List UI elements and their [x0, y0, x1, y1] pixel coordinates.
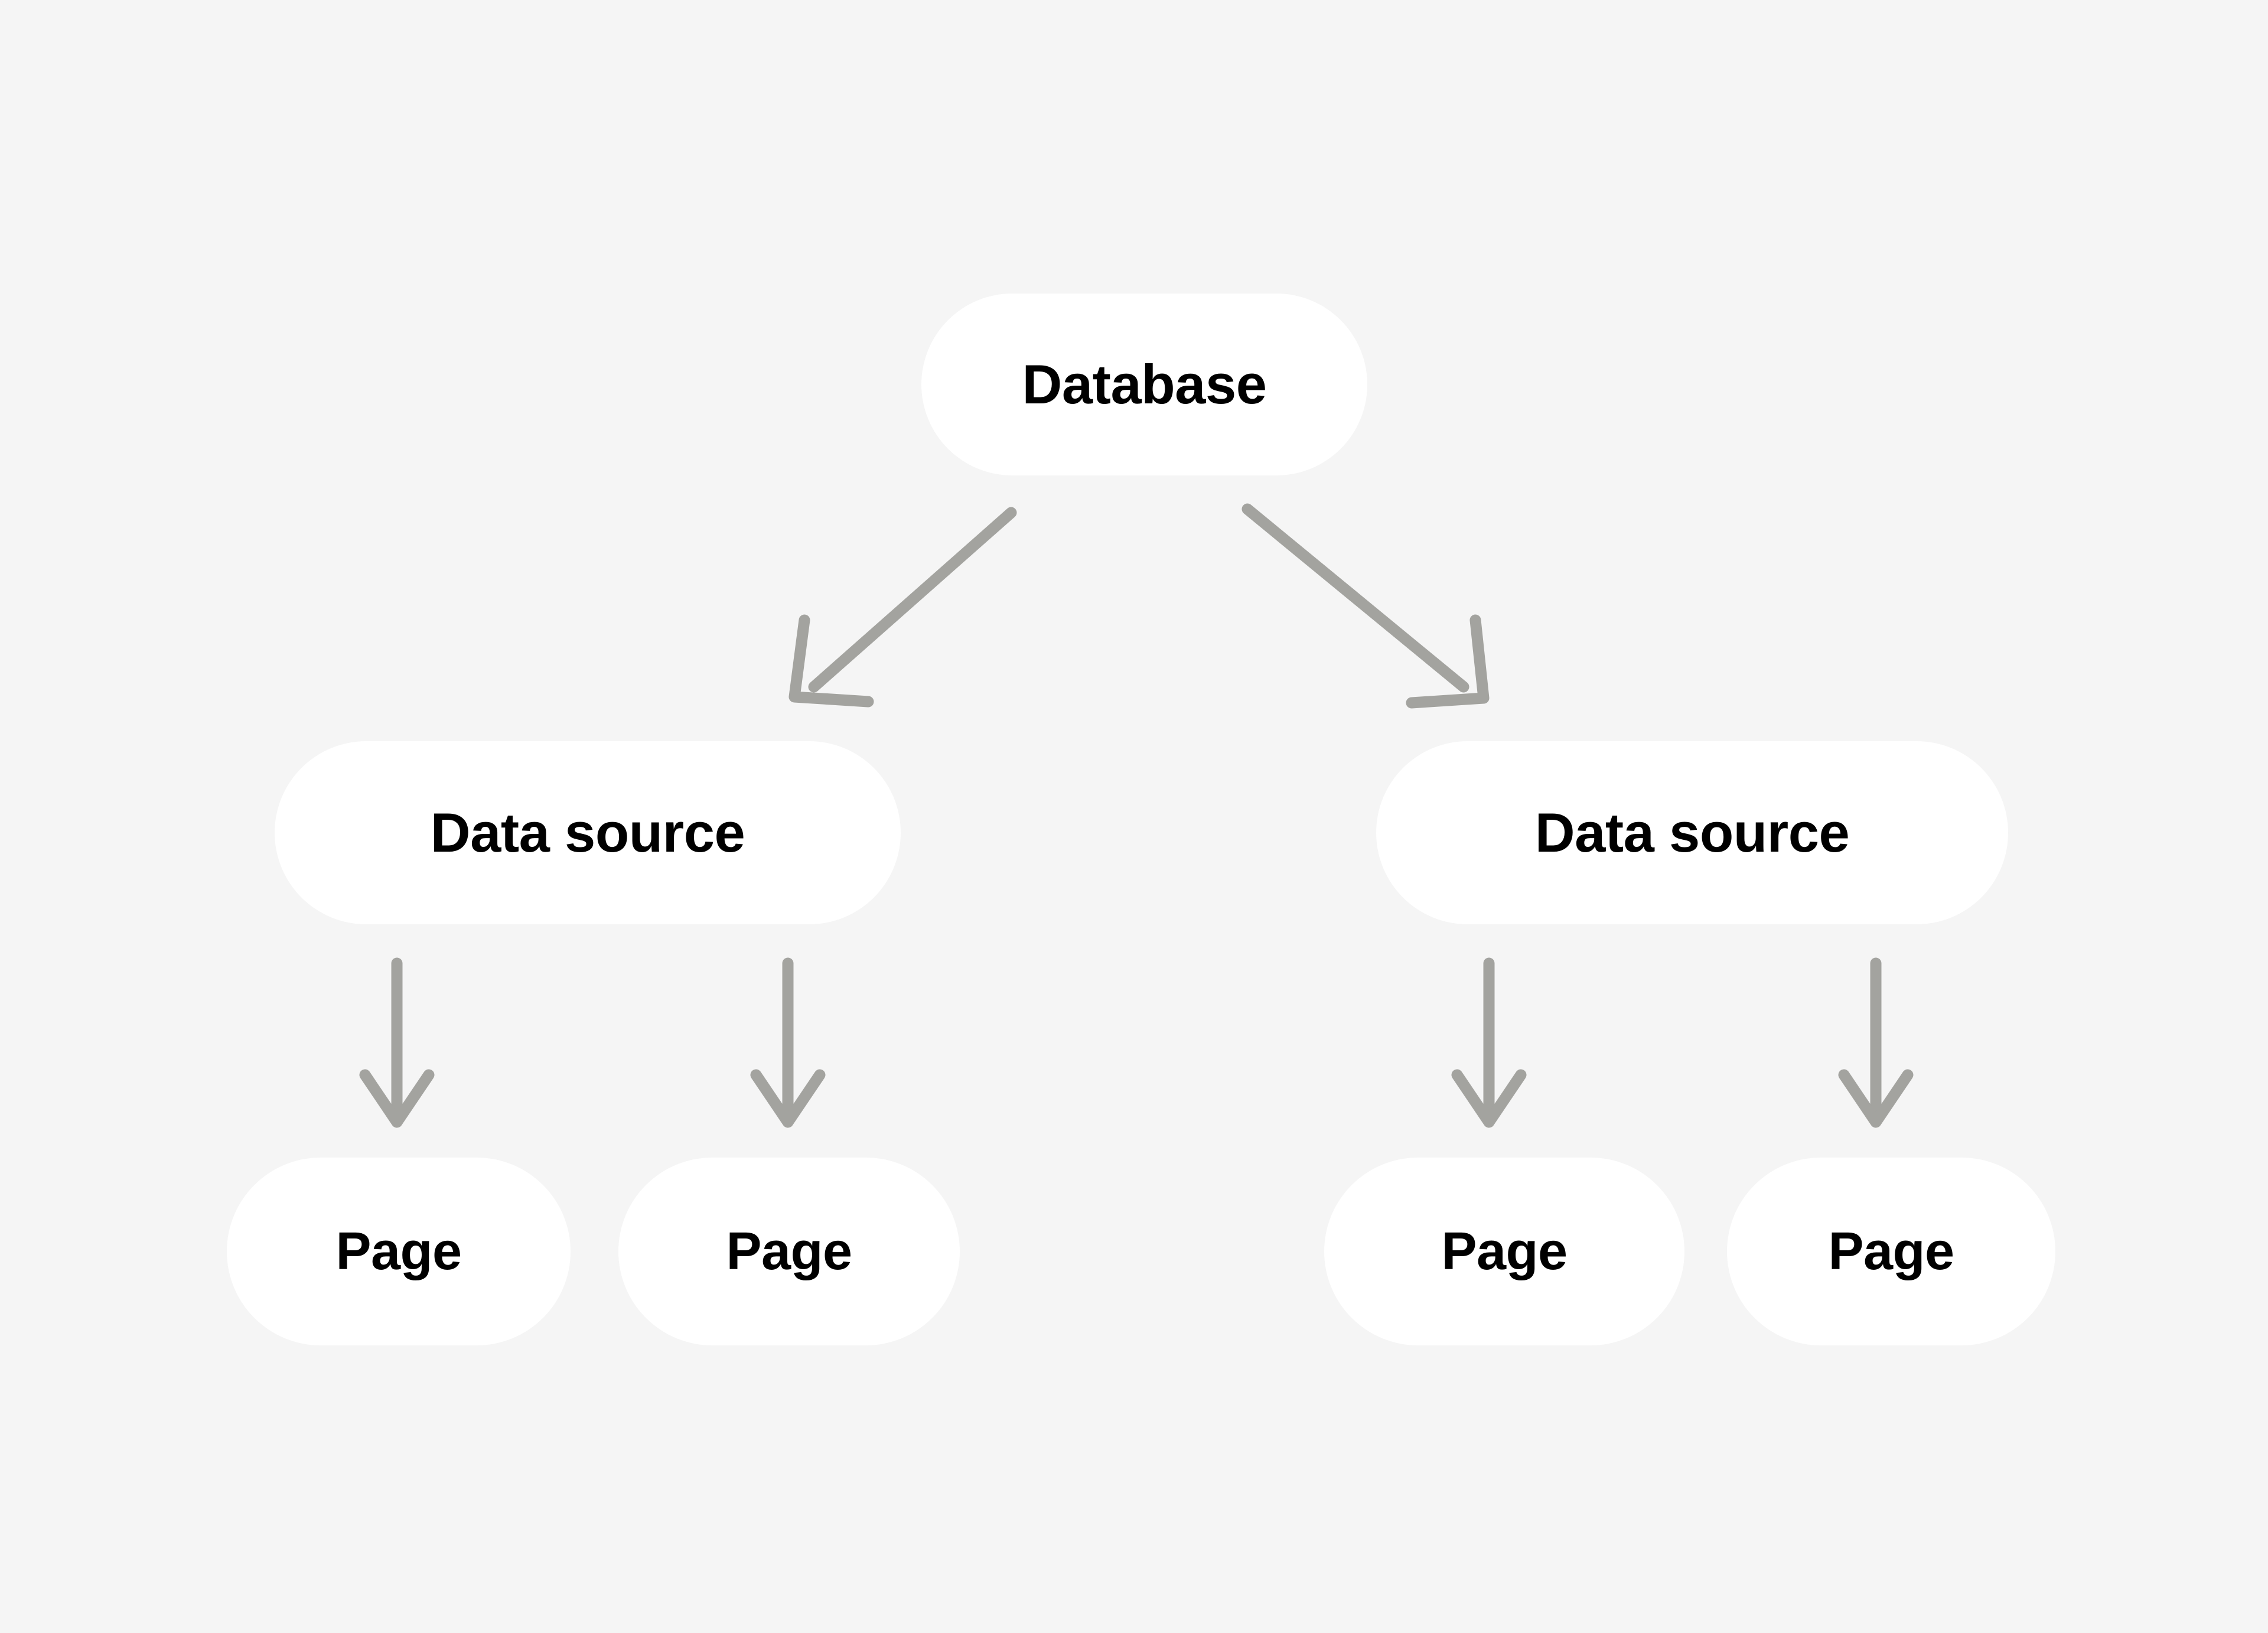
edge-data-source-right-to-page-3 — [1451, 957, 1527, 1128]
node-data-source-left[interactable]: Data source — [275, 741, 901, 924]
edge-database-to-data-source-left — [788, 507, 1017, 708]
edge-data-source-left-to-page-1 — [359, 957, 435, 1128]
edge-data-source-left-to-page-2 — [750, 957, 826, 1128]
node-data-source-left-label: Data source — [430, 801, 745, 863]
edge-data-source-right-to-page-4 — [1838, 957, 1914, 1128]
edge-database-to-data-source-right — [1241, 503, 1490, 709]
node-page-3-label: Page — [1441, 1222, 1568, 1281]
node-database-label: Database — [1022, 353, 1267, 415]
node-page-2-label: Page — [726, 1222, 852, 1281]
node-page-4-label: Page — [1828, 1222, 1954, 1281]
node-page-1[interactable]: Page — [227, 1158, 571, 1345]
node-database[interactable]: Database — [921, 294, 1367, 475]
node-page-3[interactable]: Page — [1324, 1158, 1684, 1345]
node-data-source-right[interactable]: Data source — [1376, 741, 2008, 924]
node-data-source-right-label: Data source — [1534, 801, 1850, 863]
node-page-1-label: Page — [335, 1222, 462, 1281]
node-page-2[interactable]: Page — [618, 1158, 960, 1345]
node-page-4[interactable]: Page — [1727, 1158, 2055, 1345]
